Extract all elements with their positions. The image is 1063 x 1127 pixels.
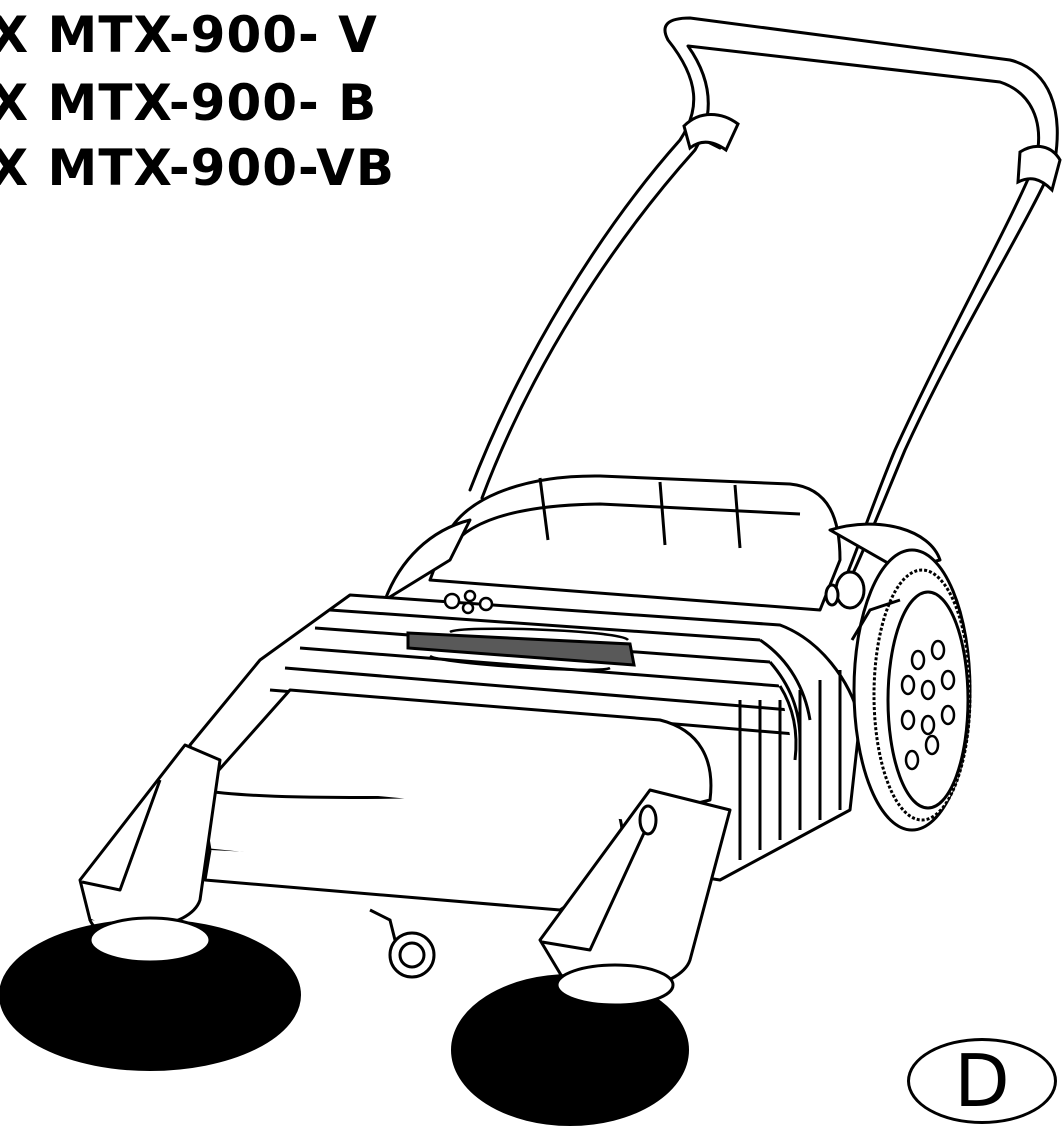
model-title-vb: IX MTX-900-VB bbox=[0, 139, 395, 197]
model-title-v: IX MTX-900- V bbox=[0, 6, 378, 64]
carry-grip bbox=[406, 627, 636, 672]
left-brush-arm bbox=[78, 743, 222, 944]
upper-housing bbox=[383, 474, 942, 612]
model-title-b: IX MTX-900- B bbox=[0, 74, 378, 132]
language-badge: D bbox=[907, 1038, 1057, 1124]
handle-knob bbox=[824, 570, 866, 610]
caster-wheel bbox=[369, 908, 436, 979]
control-knobs bbox=[443, 589, 494, 615]
rear-wheel bbox=[850, 548, 972, 832]
handle-grips bbox=[682, 113, 1062, 193]
